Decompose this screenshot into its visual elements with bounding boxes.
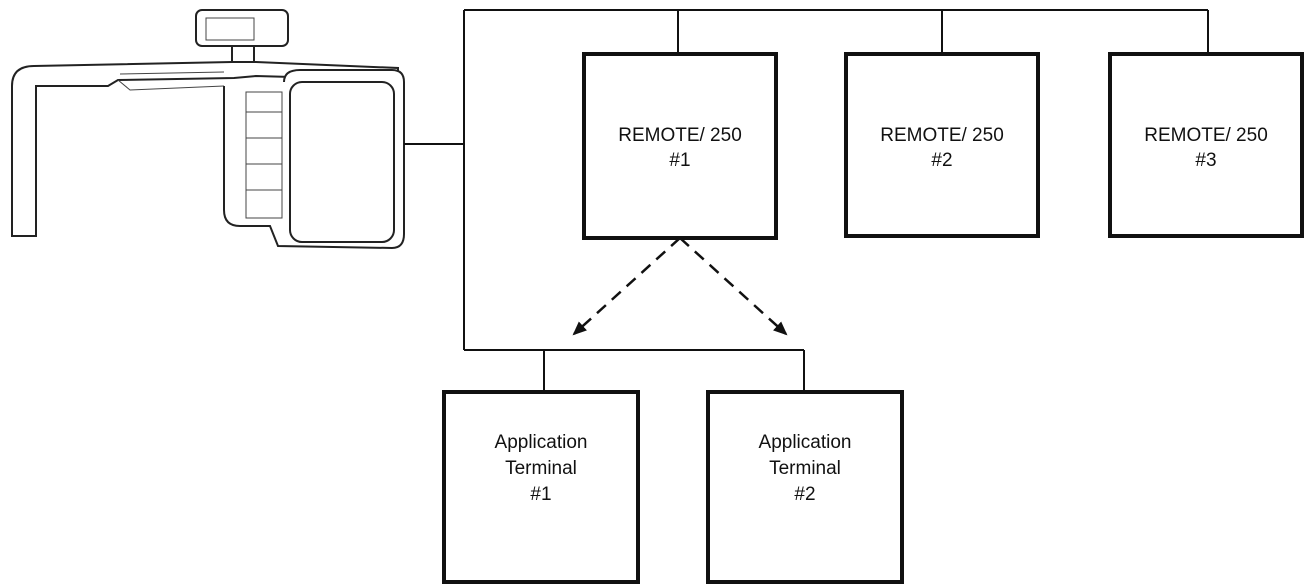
remote-node-1-name: REMOTE/ 250 (618, 125, 742, 146)
terminal-2-line2: Terminal (769, 458, 841, 479)
remote-node-2-name: REMOTE/ 250 (880, 125, 1004, 146)
dashed-arrow-to-terminal-1 (572, 237, 681, 336)
remote-node-3-number: #3 (1195, 150, 1216, 171)
application-terminal-1: Application Terminal #1 (442, 390, 640, 584)
terminal-2-line1: Application (759, 432, 852, 453)
terminal-1-number: #1 (530, 484, 551, 505)
remote-node-3: REMOTE/ 250 #3 (1108, 52, 1304, 238)
remote-node-1: REMOTE/ 250 #1 (582, 52, 778, 240)
terminal-2-number: #2 (794, 484, 815, 505)
remote-node-3-name: REMOTE/ 250 (1144, 125, 1268, 146)
connection-lines (404, 9, 1209, 392)
remote-node-2: REMOTE/ 250 #2 (844, 52, 1040, 238)
application-terminal-2: Application Terminal #2 (706, 390, 904, 584)
terminal-1-line2: Terminal (505, 458, 577, 479)
host-computer-workstation-icon (11, 9, 405, 250)
terminal-1-line1: Application (495, 432, 588, 453)
remote-node-1-number: #1 (669, 150, 690, 171)
dashed-arrows (572, 237, 788, 336)
remote-node-2-number: #2 (931, 150, 952, 171)
dashed-arrow-to-terminal-2 (679, 237, 788, 336)
